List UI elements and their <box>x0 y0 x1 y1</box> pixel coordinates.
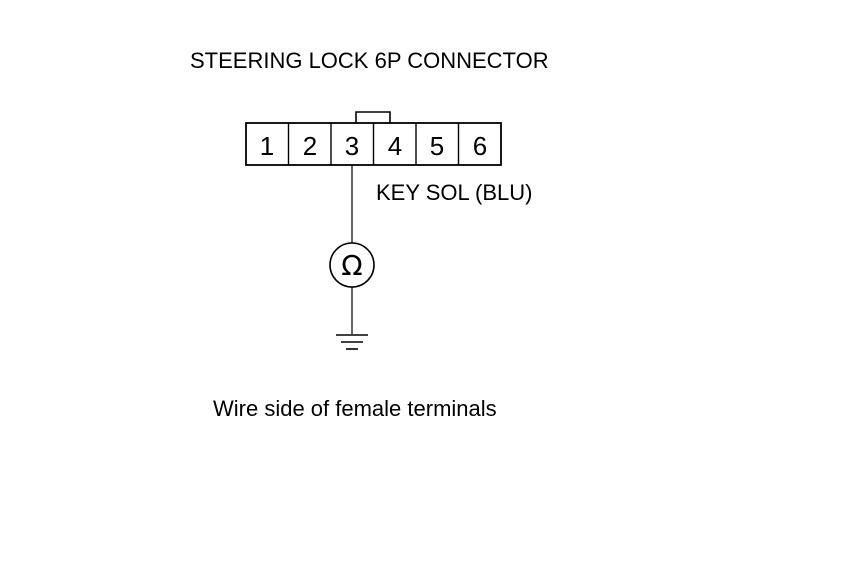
pin-4-label: 4 <box>388 131 402 161</box>
view-note: Wire side of female terminals <box>213 396 497 421</box>
pin-5-label: 5 <box>430 131 444 161</box>
pin-2-label: 2 <box>303 131 317 161</box>
connector-title: STEERING LOCK 6P CONNECTOR <box>190 48 549 73</box>
ground-icon <box>336 334 368 350</box>
pin-6-label: 6 <box>473 131 487 161</box>
ohm-symbol: Ω <box>341 249 362 282</box>
connector-lock-tab <box>355 111 391 123</box>
pin-3-label: 3 <box>345 131 359 161</box>
ohmmeter-icon: Ω <box>329 242 375 288</box>
wire-label: KEY SOL (BLU) <box>376 180 533 205</box>
pin-1-label: 1 <box>260 131 274 161</box>
